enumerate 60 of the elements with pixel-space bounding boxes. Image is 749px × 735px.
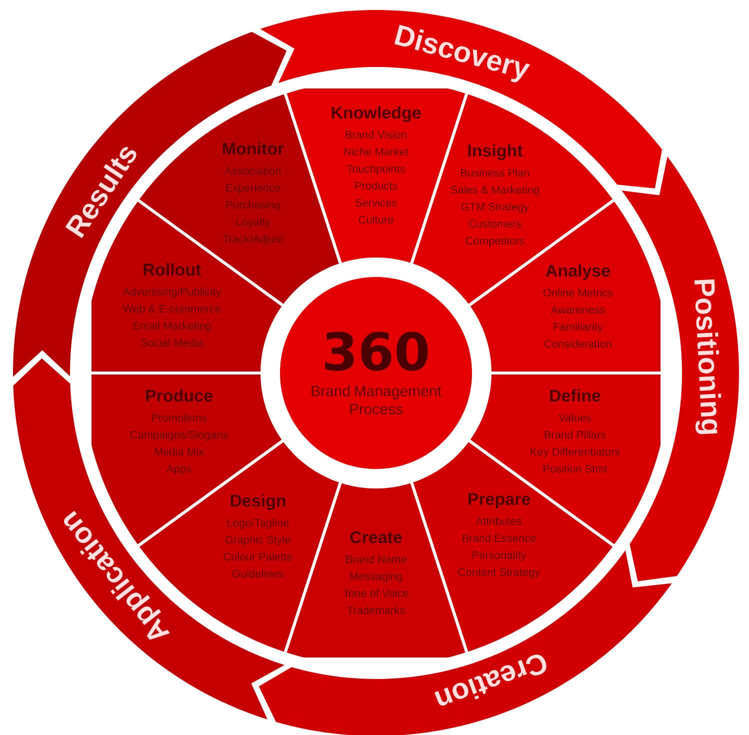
segment-item: Brand Essence [462,534,536,542]
segment-item: Guidelines [232,570,284,578]
segment-item: Brand Vision [346,130,406,139]
segment-item: Products [355,182,398,190]
segment-item: Attributes [476,516,522,525]
segment-item: Advertising/Publicity [122,288,222,298]
segment-title: Define [550,389,600,402]
segment-item: Track/Adjust [222,234,284,245]
segment-title: Analyse [546,264,610,280]
center-caption: Brand Management Process [312,385,442,414]
segment-item: Trademarks [347,606,405,614]
segment-item: Apps [166,464,192,475]
segment-item: Brand Pillars [544,430,606,439]
segment-item: GTM Strategy [461,202,530,213]
segment-item: Experience [226,184,280,194]
segment-title: Rollout [144,263,202,276]
band-label: Positioning [694,279,722,434]
segment-item: Content Strategy [458,568,540,578]
segment-item: Graphic Style [226,536,291,546]
segment-item: Values [558,414,591,422]
segment-item: Purchasing [226,200,280,211]
center-circle [280,277,472,469]
segment-item: Media Mix [154,448,204,456]
segment-item: Campaigns/Slogans [130,430,228,441]
arrow-band [622,156,739,582]
segment-title: Knowledge [332,106,421,122]
segment-item: Web & E-commerce [122,304,221,313]
segment-item: Promotions [152,414,206,422]
segment-item: Personality [472,550,526,562]
segment-item: Key Differentiators [530,448,620,458]
segment-item: Culture [358,216,394,224]
segment-item: Online Metrics [543,288,613,297]
segment-title: Monitor [223,142,284,155]
segment-title: Design [230,494,286,510]
segment-item: Consideration [544,340,612,348]
segment-item: Association [224,166,280,175]
segment-item: Loyalty [236,218,270,228]
segment-item: Touchpoints [346,164,405,175]
segment-item: Customers [468,220,522,228]
segment-item: Brand Name [346,555,406,564]
segment-item: Logo/Tagline [228,518,289,529]
segment-item: Niche Market [344,148,408,156]
segment-item: Colour Palette [224,552,292,561]
segment-item: Social Media [141,338,204,347]
segment-item: Competitors [466,236,524,247]
segment-item: Position Stmt [544,464,608,473]
segment-item: Services [355,198,397,207]
big-number: 360 [325,332,428,371]
segment-item: Sales & Marketing [450,186,539,196]
segment-item: Awareness [550,306,605,314]
segment-item: Business Plan [461,168,530,177]
segment-item: Tone of Voice [343,589,409,598]
segment-item: Messaging [350,572,402,582]
segment-item: Familiarity [554,322,604,333]
segment-title: Create [350,531,402,544]
segment-title: Produce [146,389,212,402]
segment-title: Prepare [468,493,530,508]
segment-title: Insight [468,144,523,160]
segment-item: Email Marketing [134,322,211,332]
arrow-band [13,32,287,377]
